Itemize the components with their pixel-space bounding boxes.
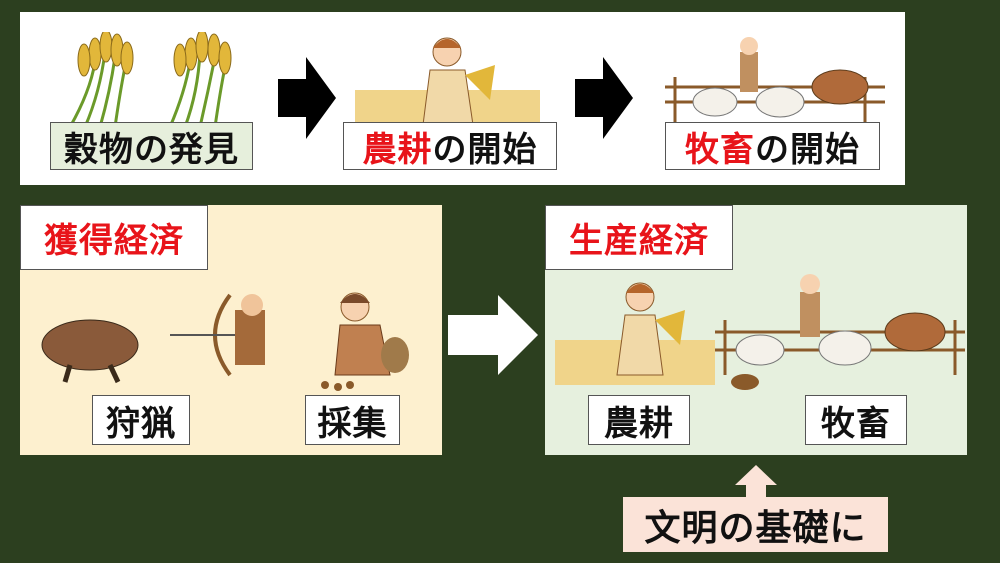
panel-title: 生産経済 [545, 205, 733, 270]
top-flow-panel: 穀物の発見 農耕の開始 牧畜の開始 [20, 12, 905, 185]
step-highlight: 農耕 [362, 129, 433, 170]
step-farming-start: 農耕の開始 [343, 122, 557, 170]
arrow-up-icon [735, 465, 777, 499]
farming-illustration [555, 282, 715, 385]
livestock-illustration [665, 37, 885, 122]
step-grain-discovery: 穀物の発見 [50, 122, 253, 170]
step-highlight: 牧畜 [685, 129, 755, 170]
production-economy-panel: 生産経済 農耕 牧畜 [545, 205, 967, 455]
farming-label: 農耕 [588, 395, 690, 445]
farming-woman-illustration [355, 37, 540, 125]
herding-label: 牧畜 [805, 395, 907, 445]
step-label: の開始 [755, 129, 860, 170]
gathering-illustration [321, 292, 409, 391]
acquisition-economy-panel: 獲得経済 狩猟 採集 [20, 205, 442, 455]
wheat-illustration [68, 32, 232, 127]
arrow-right-icon [575, 57, 633, 139]
arrow-right-icon [278, 57, 336, 139]
hunting-label: 狩猟 [92, 395, 190, 445]
step-label: 穀物の発見 [64, 129, 239, 170]
arrow-right-icon [448, 295, 538, 375]
panel-title: 獲得経済 [20, 205, 208, 270]
gathering-label: 採集 [305, 395, 400, 445]
conclusion-box: 文明の基礎に [623, 497, 888, 552]
step-label: の開始 [432, 129, 538, 170]
hunting-illustration [41, 293, 265, 384]
step-herding-start: 牧畜の開始 [665, 122, 880, 170]
livestock-illustration [715, 274, 965, 390]
